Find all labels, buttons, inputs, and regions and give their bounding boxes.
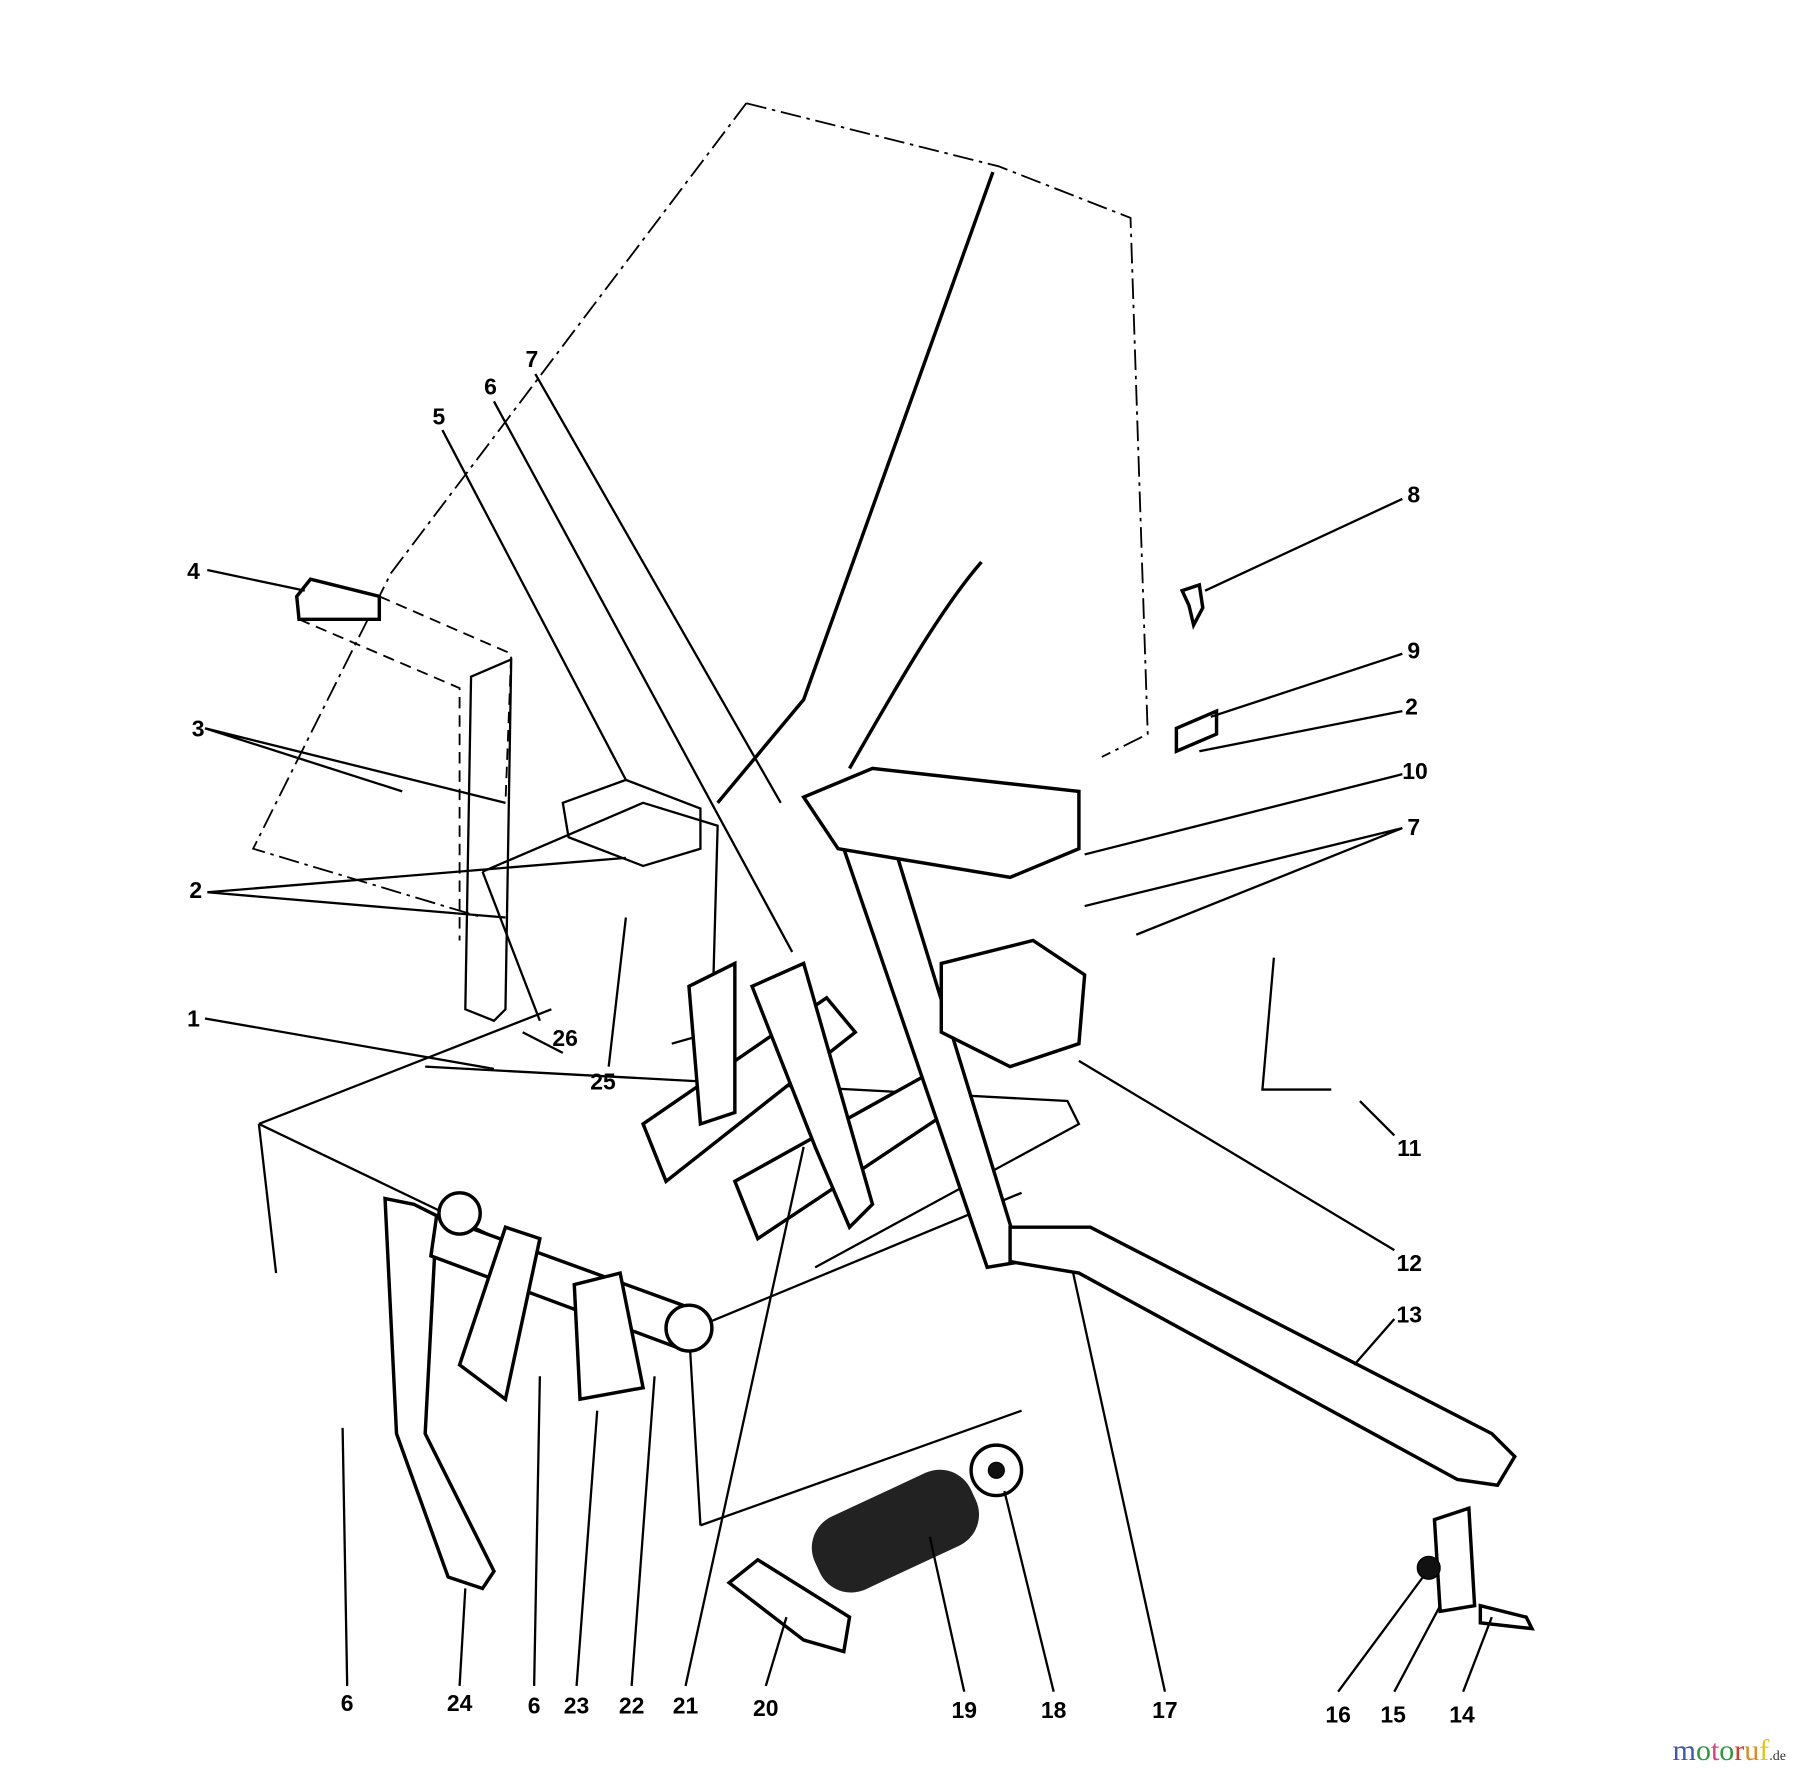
callout-4: 4 bbox=[187, 558, 200, 584]
callout-9: 9 bbox=[1407, 637, 1420, 663]
callout-7: 7 bbox=[525, 346, 538, 372]
callout-23: 23 bbox=[564, 1692, 590, 1718]
callout-17: 17 bbox=[1152, 1697, 1178, 1723]
seat-outline bbox=[251, 102, 1149, 919]
seat-rod bbox=[716, 171, 995, 804]
pedal-24 bbox=[383, 1196, 496, 1591]
callout-18: 18 bbox=[1041, 1697, 1067, 1723]
callout-24: 24 bbox=[447, 1690, 473, 1716]
callout-15: 15 bbox=[1380, 1702, 1406, 1728]
watermark-letter: t bbox=[1710, 1734, 1720, 1767]
watermark-logo: motoruf.de bbox=[1673, 1734, 1786, 1768]
callout-2: 2 bbox=[1405, 694, 1418, 720]
callout-11: 11 bbox=[1397, 1135, 1421, 1161]
side-bracket bbox=[464, 657, 513, 1023]
callout-5: 5 bbox=[433, 403, 446, 429]
callout-6: 6 bbox=[528, 1692, 541, 1718]
callout-22: 22 bbox=[619, 1692, 645, 1718]
callout-26: 26 bbox=[552, 1025, 577, 1051]
callout-10: 10 bbox=[1402, 758, 1428, 784]
callout-16: 16 bbox=[1325, 1702, 1351, 1728]
callout-7: 7 bbox=[1407, 814, 1420, 840]
callout-8: 8 bbox=[1407, 481, 1420, 507]
watermark-letter: f bbox=[1759, 1734, 1770, 1767]
shaft-13 bbox=[1008, 1225, 1517, 1488]
watermark-tld: .de bbox=[1769, 1749, 1786, 1764]
callout-21: 21 bbox=[673, 1692, 699, 1718]
callout-labels: 4 3 2 1 5 6 7 8 9 2 10 7 11 12 13 25 26 … bbox=[187, 346, 1475, 1728]
bracket-15 bbox=[1432, 1505, 1477, 1614]
watermark-letter: o bbox=[1719, 1734, 1735, 1767]
lever-link-21 bbox=[749, 961, 875, 1231]
spring-19 bbox=[811, 1443, 1024, 1593]
leader-lines bbox=[204, 373, 1493, 1693]
callout-25: 25 bbox=[590, 1069, 616, 1095]
seat-latch-box bbox=[801, 766, 1081, 880]
callout-6: 6 bbox=[341, 1690, 354, 1716]
watermark-brand: motoruf bbox=[1673, 1734, 1770, 1767]
pin-20 bbox=[726, 1557, 852, 1654]
watermark-letter: u bbox=[1744, 1734, 1760, 1767]
watermark-letter: m bbox=[1672, 1734, 1696, 1767]
watermark-letter: r bbox=[1734, 1734, 1745, 1767]
callout-1: 1 bbox=[187, 1005, 200, 1031]
callout-6: 6 bbox=[484, 374, 497, 400]
callout-2: 2 bbox=[189, 877, 202, 903]
bracket-4 bbox=[294, 577, 382, 622]
plate-9 bbox=[1174, 708, 1219, 754]
bolt-8 bbox=[1179, 582, 1205, 630]
callout-12: 12 bbox=[1396, 1250, 1422, 1276]
nut-16 bbox=[1416, 1555, 1441, 1580]
watermark-letter: o bbox=[1695, 1734, 1711, 1767]
callout-13: 13 bbox=[1396, 1301, 1422, 1327]
callout-19: 19 bbox=[951, 1697, 977, 1723]
callout-14: 14 bbox=[1449, 1702, 1475, 1728]
bolt-14 bbox=[1478, 1603, 1535, 1631]
callout-3: 3 bbox=[192, 715, 205, 741]
callout-20: 20 bbox=[753, 1695, 779, 1721]
